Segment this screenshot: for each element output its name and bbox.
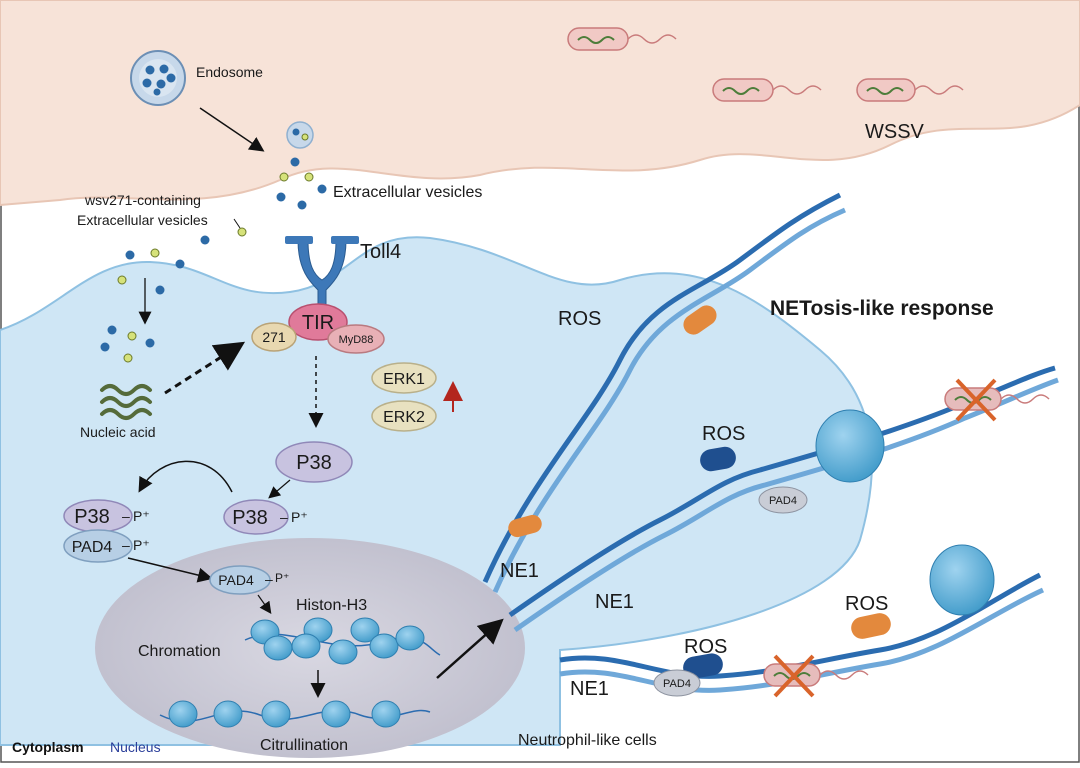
ne1-label-b: NE1 — [595, 591, 634, 613]
svg-text:–: – — [122, 508, 130, 524]
erk1-label: ERK1 — [383, 371, 425, 388]
endosome-label: Endosome — [196, 64, 263, 80]
toll4-receptor — [285, 236, 359, 313]
svg-text:–: – — [265, 571, 273, 587]
p38-protein — [275, 441, 353, 483]
trapped-wssv-2 — [763, 654, 869, 698]
p38-phospho-label: P38 — [232, 507, 268, 529]
pad4-bead — [758, 486, 808, 514]
pad4-phospho-nucleus — [209, 565, 271, 595]
tir-label: TIR — [302, 312, 334, 334]
phospho-curve-arrow — [138, 460, 233, 493]
neutrophil-cells-label: Neutrophil-like cells — [518, 732, 657, 749]
pad4-bottom-label: PAD4 — [663, 678, 691, 690]
n271-label: 271 — [262, 329, 286, 345]
nucleic-acid-icon — [100, 384, 152, 420]
nucleus-label: Nucleus — [110, 739, 161, 755]
myd88-protein — [327, 324, 385, 354]
p38-left-p: P⁺ — [133, 508, 150, 524]
toll4-label: Toll4 — [360, 241, 401, 263]
ne1-label-a: NE1 — [500, 560, 539, 582]
histon-h3-label: Histon-H3 — [296, 597, 367, 614]
ros-label-mid: ROS — [702, 423, 745, 445]
wsv271-vesicle — [237, 227, 247, 237]
pad4-nucleus-p: P⁺ — [275, 571, 289, 585]
pad4-phospho-nucleus-label: PAD4 — [218, 572, 254, 588]
vesicle-particles-entry — [100, 235, 210, 363]
ros-label-bottom: ROS — [684, 636, 727, 658]
net-dna-strand-1 — [482, 192, 846, 594]
wsv271-label-line1: wsv271-containing — [84, 192, 201, 208]
extracellular-vesicles-label: Extracellular vesicles — [333, 184, 482, 201]
host-membrane — [0, 0, 1080, 207]
svg-text:–: – — [122, 537, 130, 553]
erk2-protein — [371, 400, 437, 432]
ros-label-top: ROS — [558, 308, 601, 330]
ros-dark-bead — [683, 653, 723, 679]
citrullination-label: Citrullination — [260, 737, 348, 754]
cytoplasm-label: Cytoplasm — [12, 739, 84, 755]
nucleic-acid-label: Nucleic acid — [80, 424, 155, 440]
nucleic-acid-dashed-arrow — [164, 341, 246, 395]
wssv-virion — [856, 78, 964, 102]
wsv271-protein — [251, 322, 297, 352]
trapped-wssv-1 — [944, 378, 1050, 422]
erk1-protein — [371, 362, 437, 394]
p38-label: P38 — [296, 452, 332, 474]
decondensed-chromatin — [159, 700, 431, 728]
wsv271-label-line2: Extracellular vesicles — [77, 212, 208, 228]
ros-label-right: ROS — [845, 593, 888, 615]
chromation-label: Chromation — [138, 643, 221, 660]
wssv-label: WSSV — [865, 121, 925, 143]
ne1-bead — [508, 514, 542, 538]
pad4-phospho-left-label: PAD4 — [72, 539, 113, 556]
p38-phospho-left-label: P38 — [74, 506, 110, 528]
pad4-mid-label: PAD4 — [769, 495, 797, 507]
endosome-arrow — [199, 107, 265, 152]
wssv-virion — [567, 27, 677, 51]
ros-bead — [683, 305, 717, 335]
wssv-virion — [712, 78, 822, 102]
erk2-label: ERK2 — [383, 409, 425, 426]
p38-phospho-protein — [223, 499, 289, 535]
condensed-chromatin — [244, 617, 441, 665]
p38-phospho-p: P⁺ — [291, 509, 308, 525]
pad4-translocation-arrow — [127, 557, 213, 583]
myd88-label: MyD88 — [339, 334, 374, 346]
ros-bead — [851, 613, 891, 639]
pad4-bead — [653, 669, 701, 697]
endosome — [130, 50, 186, 106]
pad4-left-p: P⁺ — [133, 537, 150, 553]
ne1-label-c: NE1 — [570, 678, 609, 700]
extracellular-vesicle-particles — [276, 157, 327, 210]
netosis-title: NETosis-like response — [770, 297, 994, 320]
net-release-arrow — [436, 618, 504, 679]
net-histone-2 — [929, 544, 995, 616]
p38-phospho-mark: – — [280, 509, 288, 525]
net-histone-1 — [815, 409, 885, 483]
pad4-phospho-left — [63, 529, 133, 563]
ros-dark-bead — [700, 446, 736, 472]
budding-vesicle — [286, 121, 314, 149]
